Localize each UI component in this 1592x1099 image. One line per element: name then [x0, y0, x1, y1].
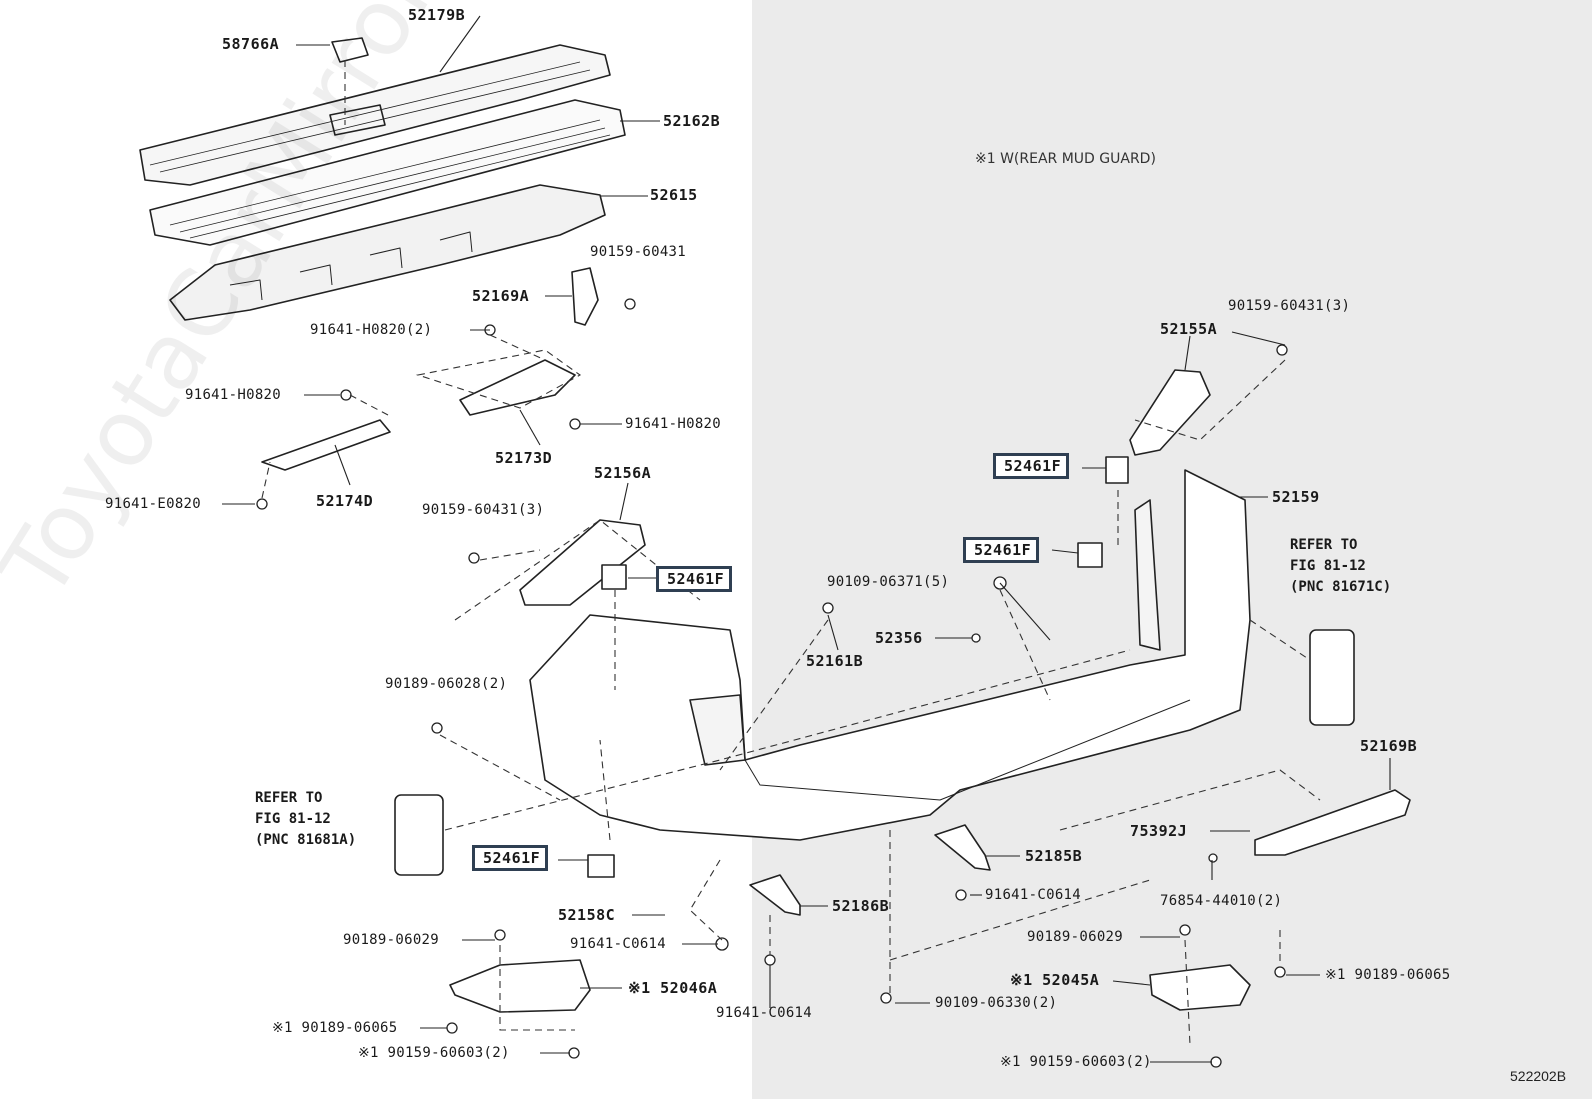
label-58766a[interactable]: 58766A [222, 35, 280, 53]
part-52169b-garnish [1254, 789, 1411, 856]
part-52179b-cover [139, 44, 611, 186]
part-52186b-bracket [749, 874, 801, 916]
leader-lines [222, 15, 1391, 1063]
label-52156a[interactable]: 52156A [594, 464, 652, 482]
ref-left-reflector: REFER TO FIG 81-12 (PNC 81681A) [255, 790, 357, 848]
label-52155a[interactable]: 52155A [1160, 320, 1218, 338]
label-76854-44010-2[interactable]: 76854-44010(2) [1160, 893, 1283, 909]
note-rear-mud-guard: ※1 W(REAR MUD GUARD) [975, 151, 1156, 167]
label-52173d[interactable]: 52173D [495, 449, 553, 467]
part-52461f-pad-b [587, 854, 615, 878]
label-90159-60431-3a[interactable]: 90159-60431(3) [422, 502, 545, 518]
label-90189-06065-b[interactable]: ※1 90189-06065 [1325, 967, 1451, 983]
label-90109-06330-2[interactable]: 90109-06330(2) [935, 995, 1058, 1011]
part-52461f-pad-a [601, 564, 627, 590]
label-52185b[interactable]: 52185B [1025, 847, 1083, 865]
part-52615-absorber [169, 184, 606, 321]
label-91641-h0820-b[interactable]: 91641-H0820 [625, 416, 722, 432]
label-52461f-c[interactable]: 52461F [963, 537, 1040, 563]
label-91641-h0820-a[interactable]: 91641-H0820 [185, 387, 282, 403]
label-90159-60431-a[interactable]: 90159-60431 [590, 244, 687, 260]
part-52045a-mud-guard [1149, 964, 1251, 1011]
label-91641-c0614-a[interactable]: 91641-C0614 [985, 887, 1082, 903]
label-90189-06029-a[interactable]: 90189-06029 [343, 932, 440, 948]
label-90109-06371-5[interactable]: 90109-06371(5) [827, 574, 950, 590]
part-52461f-pad-d [1105, 456, 1129, 484]
part-52173d-bracket [459, 359, 576, 416]
label-52179b[interactable]: 52179B [408, 6, 466, 24]
label-90159-60603-2a[interactable]: ※1 90159-60603(2) [358, 1045, 510, 1061]
part-52169a-bracket [571, 267, 599, 326]
label-91641-c0614-b[interactable]: 91641-C0614 [570, 936, 667, 952]
assembly-dash-lines [261, 60, 1321, 1046]
label-52159[interactable]: 52159 [1272, 488, 1320, 506]
right-background-panel [752, 0, 1592, 1099]
part-58766a-clip [331, 37, 369, 63]
label-75392j[interactable]: 75392J [1130, 822, 1188, 840]
label-52174d[interactable]: 52174D [316, 492, 374, 510]
label-52461f-b[interactable]: 52461F [472, 845, 549, 871]
part-52046a-mud-guard [449, 959, 591, 1013]
label-90159-60431-3b[interactable]: 90159-60431(3) [1228, 298, 1351, 314]
label-90189-06029-b[interactable]: 90189-06029 [1027, 929, 1124, 945]
label-52356[interactable]: 52356 [875, 629, 923, 647]
label-52045a[interactable]: ※1 52045A [1010, 971, 1100, 989]
label-52161b[interactable]: 52161B [806, 652, 864, 670]
label-52046a[interactable]: ※1 52046A [628, 979, 718, 997]
label-52461f-d[interactable]: 52461F [993, 453, 1070, 479]
part-52185b-bracket [934, 824, 991, 871]
part-left-reflector [394, 794, 444, 876]
label-52186b[interactable]: 52186B [832, 897, 890, 915]
label-91641-e0820[interactable]: 91641-E0820 [105, 496, 202, 512]
part-52461f-pad-c [1077, 542, 1103, 568]
label-52162b[interactable]: 52162B [663, 112, 721, 130]
label-90159-60603-2b[interactable]: ※1 90159-60603(2) [1000, 1054, 1152, 1070]
part-52162b-panel [149, 99, 626, 246]
label-91641-h0820-2[interactable]: 91641-H0820(2) [310, 322, 433, 338]
figure-code: 522202B [1510, 1068, 1567, 1084]
label-91641-c0614-c[interactable]: 91641-C0614 [716, 1005, 813, 1021]
label-90189-06028-2[interactable]: 90189-06028(2) [385, 676, 508, 692]
part-right-reflector [1309, 629, 1355, 726]
label-52169a[interactable]: 52169A [472, 287, 530, 305]
label-90189-06065-a[interactable]: ※1 90189-06065 [272, 1020, 398, 1036]
ref-right-reflector: REFER TO FIG 81-12 (PNC 81671C) [1290, 537, 1392, 595]
label-52461f-a[interactable]: 52461F [656, 566, 733, 592]
label-52158c[interactable]: 52158C [558, 906, 616, 924]
part-52156a-bracket [519, 519, 646, 606]
part-52159-bumper-cover [529, 469, 1251, 841]
label-52615[interactable]: 52615 [650, 186, 698, 204]
part-52174d-bracket [261, 419, 391, 471]
part-52155a-bracket [1129, 369, 1211, 456]
label-52169b[interactable]: 52169B [1360, 737, 1418, 755]
